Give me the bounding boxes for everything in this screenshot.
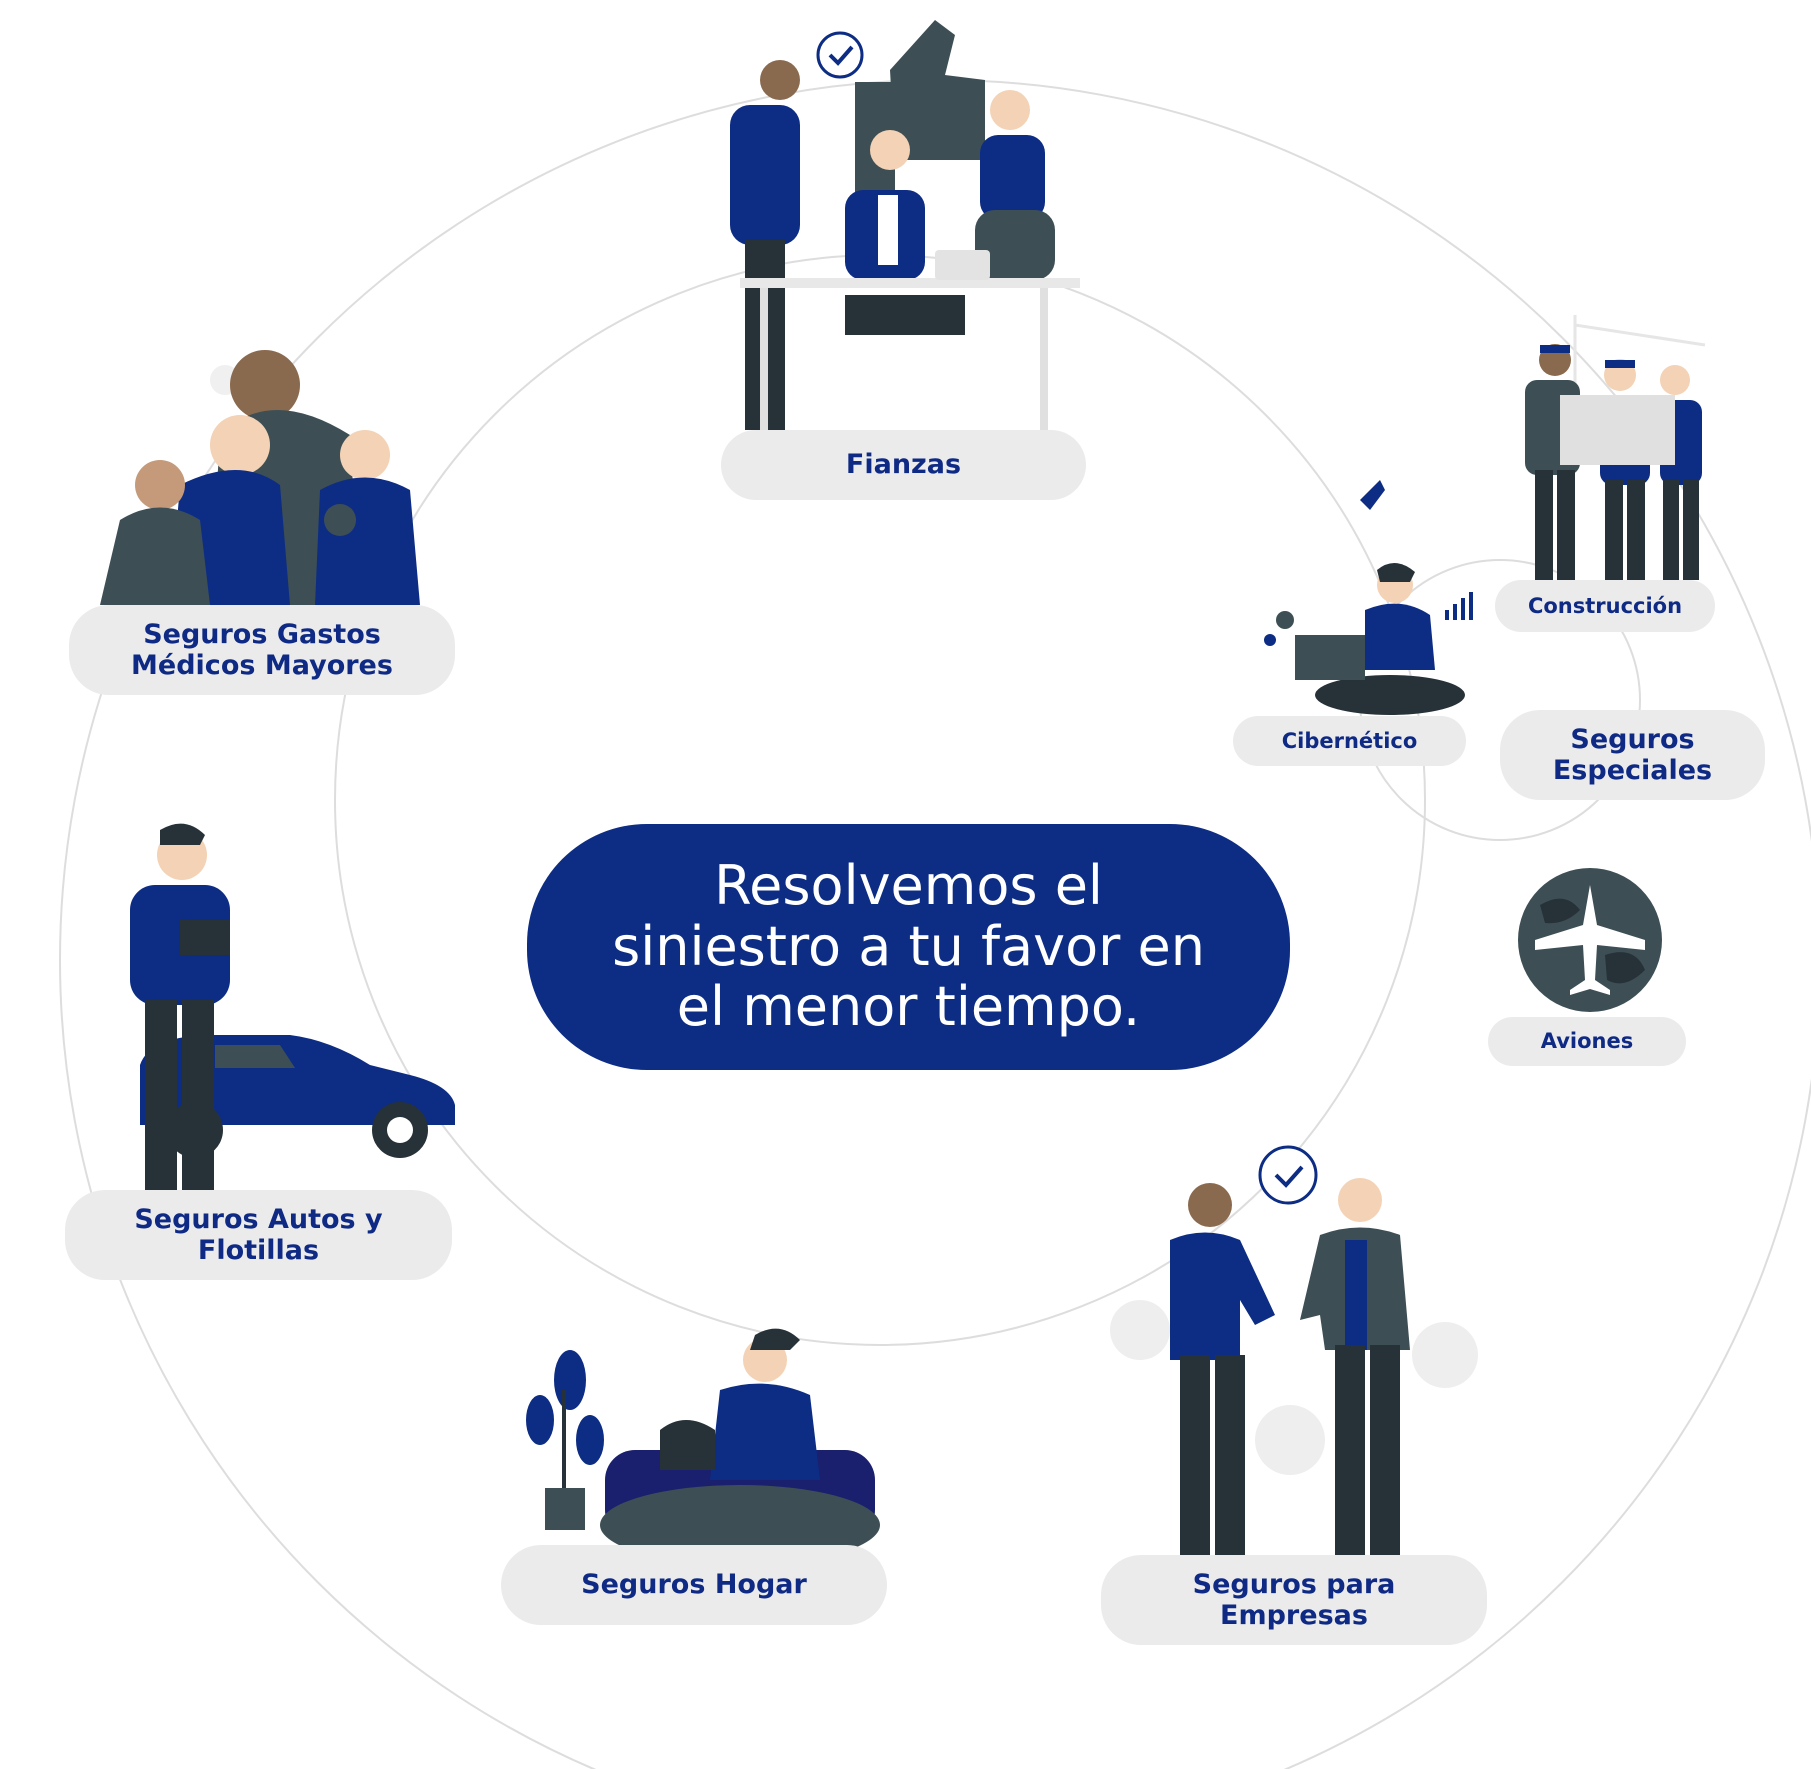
woman-with-laptop-illustration [1264,480,1473,715]
bar-signal-icon [1445,610,1449,620]
node-especiales[interactable]: Seguros Especiales [1500,710,1765,800]
dog-icon [324,504,356,536]
globe-airplane-illustration [1518,868,1662,1012]
node-hogar[interactable]: Seguros Hogar [501,1545,887,1625]
cat-icon [660,1420,715,1470]
blueprint-icon [1560,395,1675,465]
node-fianzas-label: Fianzas [845,449,962,481]
coin-icon [1110,1300,1170,1360]
thumbs-up-icon [890,20,985,160]
center-message: Resolvemos el siniestro a tu favor en el… [612,854,1205,1039]
family-illustration [100,350,420,605]
gear-icon [1276,611,1294,629]
node-construccion[interactable]: Construcción [1495,580,1715,632]
crane-icon [1573,315,1706,405]
center-message-box: Resolvemos el siniestro a tu favor en el… [527,824,1290,1070]
node-empresas[interactable]: Seguros para Empresas [1101,1555,1487,1645]
airplane-icon [1535,885,1645,995]
node-aviones[interactable]: Aviones [1488,1017,1686,1066]
node-autos-label: Seguros Autos y Flotillas [134,1203,383,1266]
node-aviones-label: Aviones [1540,1029,1634,1054]
node-gastos-medicos-label: Seguros Gastos Médicos Mayores [131,618,393,681]
check-bubble-icon [816,31,864,79]
laptop-icon [1295,635,1365,680]
node-empresas-label: Seguros para Empresas [1192,1568,1396,1631]
node-gastos-medicos[interactable]: Seguros Gastos Médicos Mayores [69,605,455,695]
rocket-icon [1360,480,1385,510]
team-thumbs-up-illustration [730,20,1080,433]
tablet-icon [180,920,230,955]
man-with-car-illustration [130,823,455,1200]
woman-on-sofa-illustration [526,1328,880,1560]
check-bubble-icon [1258,1145,1318,1205]
node-cibernetico-label: Cibernético [1281,728,1418,753]
node-cibernetico[interactable]: Cibernético [1233,716,1466,766]
construction-workers-illustration [1525,315,1706,580]
node-construccion-label: Construcción [1527,593,1683,618]
node-fianzas[interactable]: Fianzas [721,430,1086,500]
plant-icon [554,1350,586,1410]
desk-icon [740,278,1080,288]
node-hogar-label: Seguros Hogar [581,1569,807,1601]
handshake-illustration [1110,1145,1478,1555]
node-especiales-label: Seguros Especiales [1552,723,1713,786]
node-autos[interactable]: Seguros Autos y Flotillas [65,1190,452,1280]
